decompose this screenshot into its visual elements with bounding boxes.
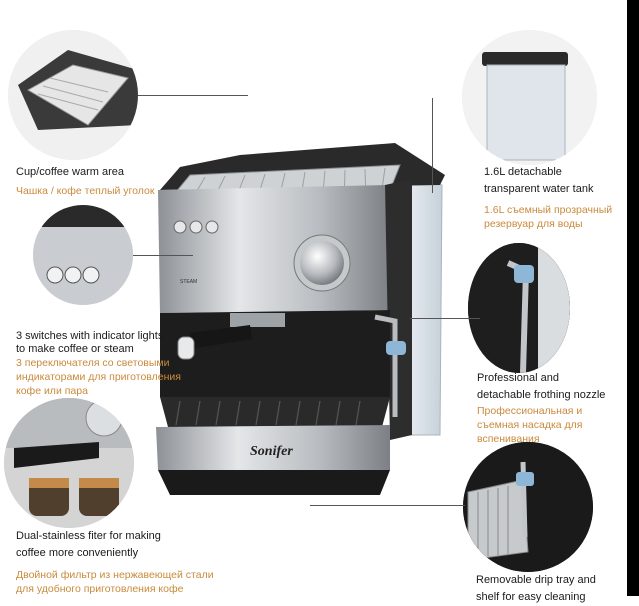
filter-ru-1: Двойной фильтр из нержавеющей стали [16, 569, 214, 581]
callout-warm-area: Cup/coffee warm area Чашка / кофе теплый… [16, 164, 166, 198]
leader-drip-tray [310, 505, 465, 506]
callout-filter: Dual-stainless fiter for making coffee m… [16, 528, 226, 596]
switches-title-2: to make coffee or steam [16, 343, 134, 355]
filter-ru-2: для удобного приготовления кофе [16, 583, 184, 595]
switches-ru-1: 3 переключателя со световыми [16, 357, 170, 369]
leader-switches [133, 255, 193, 256]
switches-title-1: 3 switches with indicator lights [16, 330, 164, 342]
right-edge-bar [627, 0, 639, 596]
warm-area-subtitle-ru: Чашка / кофе теплый уголок [16, 185, 155, 197]
filter-title-1: Dual-stainless fiter for making [16, 530, 161, 542]
callout-drip-tray: Removable drip tray and shelf for easy c… [476, 572, 626, 606]
warm-area-detail-image [8, 30, 138, 160]
callout-switches: 3 switches with indicator lights to make… [16, 330, 196, 398]
switch-label: STEAM [180, 279, 197, 285]
callout-nozzle: Professional and detachable frothing noz… [477, 370, 627, 446]
callout-water-tank: 1.6L detachable transparent water tank 1… [484, 164, 624, 231]
water-tank-ru-1: 1.6L съемный прозрачный [484, 204, 613, 216]
nozzle-ru-2: съемная насадка для [477, 419, 583, 431]
filter-title-2: coffee more conveniently [16, 547, 139, 559]
water-tank-title-1: 1.6L detachable [484, 166, 562, 178]
water-tank-title-2: transparent water tank [484, 183, 594, 195]
espresso-machine: STEAM Sonifer [156, 143, 445, 495]
leader-nozzle [410, 318, 480, 319]
nozzle-title-1: Professional and [477, 372, 559, 384]
water-tank-ru-2: резервуар для воды [484, 218, 583, 230]
brand-logo: Sonifer [250, 444, 293, 459]
leader-water-tank [432, 98, 433, 193]
filter-detail-image [4, 398, 134, 528]
warm-area-title: Cup/coffee warm area [16, 166, 125, 178]
drip-tray-title-1: Removable drip tray and [476, 574, 596, 586]
switches-ru-2: индикаторами для приготовления [16, 371, 181, 383]
switches-ru-3: кофе или пара [16, 385, 88, 397]
switches-detail-image [33, 205, 133, 305]
leader-warm-area [138, 95, 248, 96]
nozzle-ru-3: вспенивания [477, 433, 540, 445]
nozzle-title-2: detachable frothing nozzle [477, 389, 606, 401]
drip-tray-title-2: shelf for easy cleaning [476, 591, 586, 603]
water-tank-detail-image [462, 30, 597, 165]
drip-tray-detail-image [463, 442, 593, 572]
nozzle-detail-image [468, 243, 570, 373]
nozzle-ru-1: Профессиональная и [477, 405, 583, 417]
